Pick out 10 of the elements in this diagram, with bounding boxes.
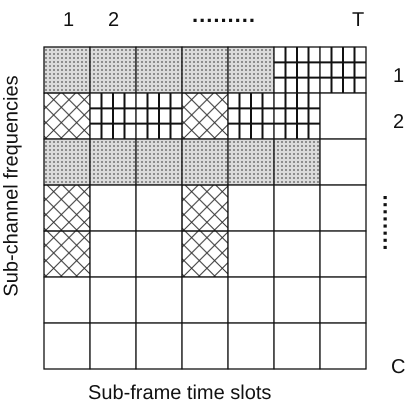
axis-label: Sub-channel frequencies	[2, 75, 22, 297]
axis-label: Sub-frame time slots	[88, 383, 272, 403]
column-number: 2	[108, 10, 120, 30]
column-number: 1	[63, 10, 74, 30]
ellipsis: .........	[192, 4, 256, 26]
row-number: 1	[393, 66, 404, 86]
column-number: T	[352, 10, 364, 30]
row-number: C	[391, 357, 406, 377]
ellipsis: ........	[379, 194, 402, 252]
row-number: 2	[393, 112, 404, 132]
